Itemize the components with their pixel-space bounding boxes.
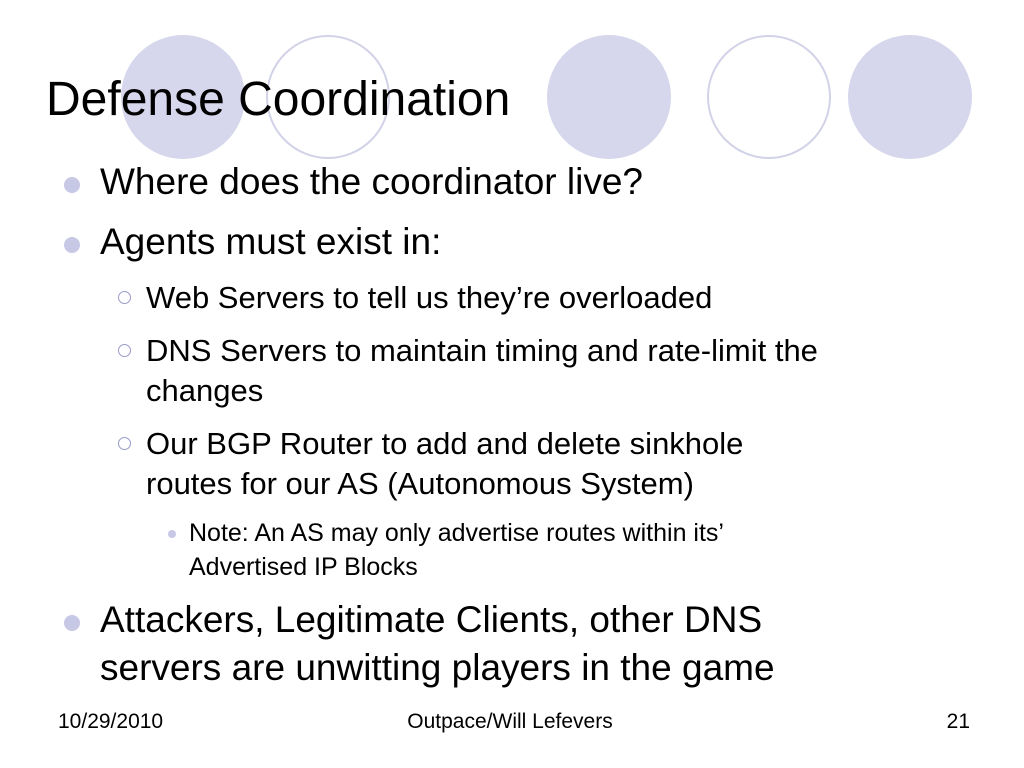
- bullet-dot-icon: [64, 177, 80, 193]
- bullet-text: Note: An AS may only advertise routes wi…: [189, 519, 724, 547]
- bullet-text-continued: Advertised IP Blocks: [189, 553, 418, 581]
- decorative-circle-filled: [121, 35, 245, 159]
- decorative-circle-outline: [707, 35, 831, 159]
- bullet-dot-icon: [64, 237, 80, 253]
- bullet-ring-icon: [118, 291, 131, 304]
- bullet-text-continued: servers are unwitting players in the gam…: [100, 647, 775, 688]
- bullet-text: DNS Servers to maintain timing and rate-…: [146, 333, 818, 368]
- bullet-small-dot-icon: [168, 530, 176, 538]
- bullet-text: Web Servers to tell us they’re overloade…: [146, 280, 713, 315]
- bullet-ring-icon: [118, 344, 131, 357]
- bullet-text: Where does the coordinator live?: [100, 161, 643, 202]
- bullet-text: Attackers, Legitimate Clients, other DNS: [100, 599, 763, 640]
- decorative-circle-filled: [547, 35, 671, 159]
- bullet-dot-icon: [64, 615, 80, 631]
- slide-content: Where does the coordinator live? Agents …: [64, 161, 818, 688]
- slide-number: 21: [946, 710, 970, 733]
- slide-title: Defense Coordination: [46, 73, 511, 126]
- bullet-text: Agents must exist in:: [100, 221, 442, 262]
- bullet-text: Our BGP Router to add and delete sinkhol…: [146, 426, 744, 461]
- footer-date: 10/29/2010: [58, 710, 164, 733]
- bullet-ring-icon: [118, 437, 131, 450]
- bullet-text-continued: routes for our AS (Autonomous System): [146, 466, 694, 501]
- decorative-circle-outline: [266, 35, 390, 159]
- bullet-text-continued: changes: [146, 373, 264, 408]
- decorative-circle-filled: [848, 35, 972, 159]
- footer-author: Outpace/Will Lefevers: [407, 710, 613, 733]
